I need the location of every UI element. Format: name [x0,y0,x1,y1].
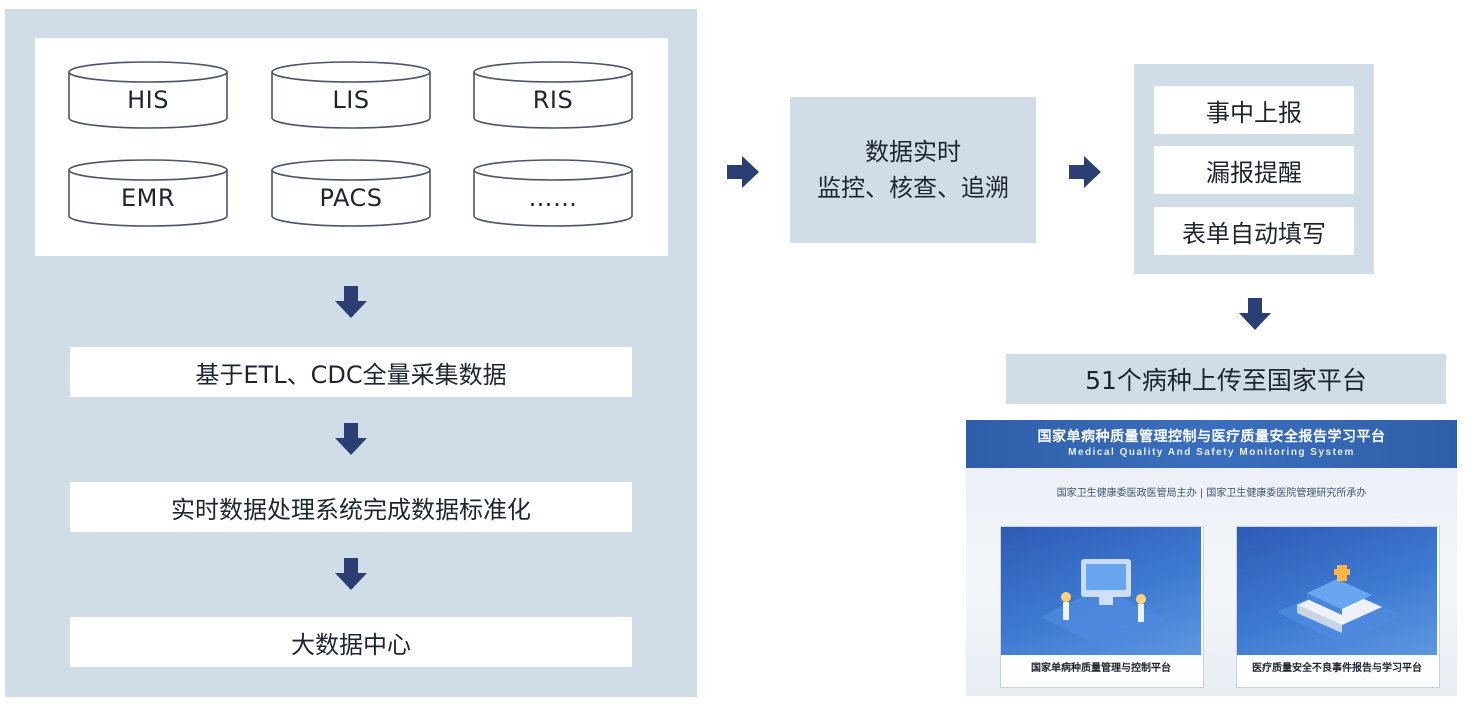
database-his: HIS [68,60,228,130]
card-illustration [1237,527,1437,655]
platform-sponsor: 国家卫生健康委医政医管局主办 | 国家卫生健康委医院管理研究所承办 [1056,488,1367,499]
database-ris: RIS [473,60,633,130]
database-icon [68,61,228,129]
arrow-down-icon [335,423,367,455]
actions-panel: 事中上报 漏报提醒 表单自动填写 [1134,64,1374,274]
platform-card-adverse-events[interactable]: 医疗质量安全不良事件报告与学习平台 [1236,526,1440,688]
database-lis: LIS [271,60,431,130]
database-label: HIS [127,86,169,114]
action-missed-report-reminder: 漏报提醒 [1154,146,1354,194]
database-emr: EMR [68,158,228,228]
arrow-down-icon [1239,298,1271,330]
database-pacs: PACS [271,158,431,228]
step-standardize: 实时数据处理系统完成数据标准化 [70,482,632,532]
database-more: …… [473,158,633,228]
computer-illustration-icon [1041,559,1166,649]
arrow-down-icon [335,558,367,590]
monitor-line-1: 数据实时 [865,138,961,166]
platform-subtitle: Medical Quality And Safety Monitoring Sy… [1068,447,1355,458]
arrow-down-icon [335,286,367,318]
platform-header: 国家单病种质量管理控制与医疗质量安全报告学习平台 Medical Quality… [966,420,1457,468]
card-label: 医疗质量安全不良事件报告与学习平台 [1252,663,1422,674]
step-etl-collect: 基于ETL、CDC全量采集数据 [70,347,632,397]
platform-screenshot: 国家单病种质量管理控制与医疗质量安全报告学习平台 Medical Quality… [966,420,1457,696]
platform-card-single-disease[interactable]: 国家单病种质量管理与控制平台 [1000,526,1204,688]
step-big-data-center: 大数据中心 [70,617,632,667]
card-label: 国家单病种质量管理与控制平台 [1031,663,1171,674]
arrow-right-icon [1069,156,1101,188]
card-illustration [1001,527,1201,655]
action-form-autofill: 表单自动填写 [1154,207,1354,255]
database-label: …… [528,184,578,212]
database-label: LIS [332,86,370,114]
database-icon [271,159,431,227]
database-icon [473,61,633,129]
database-label: RIS [532,86,574,114]
action-realtime-report: 事中上报 [1154,86,1354,134]
database-label: PACS [319,184,383,212]
database-label: EMR [120,184,176,212]
monitor-line-2: 监控、核查、追溯 [817,174,1009,202]
books-illustration-icon [1277,565,1402,645]
platform-title: 国家单病种质量管理控制与医疗质量安全报告学习平台 [1037,429,1386,445]
realtime-monitor-box: 数据实时 监控、核查、追溯 [790,97,1036,243]
upload-national-platform: 51个病种上传至国家平台 [1006,354,1446,404]
arrow-right-icon [727,156,759,188]
database-icon [68,159,228,227]
database-icon [473,159,633,227]
database-icon [271,61,431,129]
